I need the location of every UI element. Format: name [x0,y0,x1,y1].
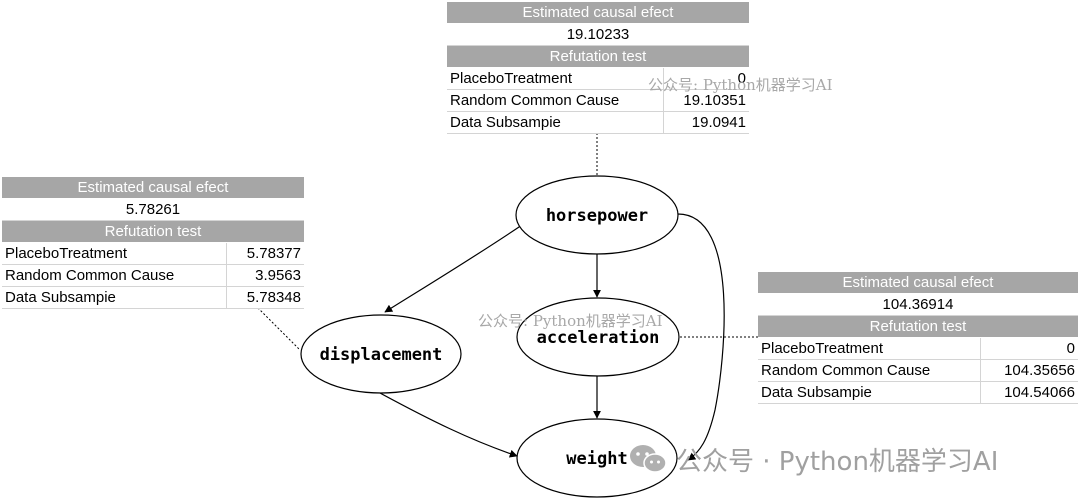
effect-value: 19.10233 [447,23,749,46]
table-row: Data Subsampie 5.78348 [2,286,304,309]
refutation-value: 0 [663,67,749,90]
refutation-label: PlaceboTreatment [447,67,665,90]
refutation-label: Random Common Cause [447,89,665,112]
table-row: PlaceboTreatment 0 [447,67,749,90]
node-displacement-label: displacement [320,345,443,365]
node-weight-label: weight [566,449,627,469]
table-row: Random Common Cause 3.9563 [2,264,304,287]
effect-value: 104.36914 [758,293,1078,316]
refutation-value: 19.10351 [663,89,749,112]
connector-displacement-table [254,304,301,351]
refutation-value: 5.78348 [226,286,304,309]
refutation-label: Data Subsampie [758,381,981,404]
effect-value: 5.78261 [2,198,304,221]
edge-displacement-weight [379,392,518,458]
table-row: Random Common Cause 104.35656 [758,359,1078,382]
refutation-header: Refutation test [447,45,749,68]
refutation-label: Random Common Cause [758,359,981,382]
table-row: Data Subsampie 19.0941 [447,111,749,134]
effect-header: Estimated causal efect [758,272,1078,294]
refutation-value: 104.54066 [980,381,1078,404]
node-weight[interactable]: weight [516,418,678,498]
refutation-value: 0 [980,337,1078,360]
refutation-value: 3.9563 [226,264,304,287]
edge-horsepower-weight [677,213,725,461]
watermark-text: 公众号: Python机器学习AI [648,76,833,94]
node-horsepower[interactable]: horsepower [515,175,679,255]
refutation-header: Refutation test [2,220,304,243]
acceleration-effect-table: Estimated causal efect 104.36914 Refutat… [758,272,1078,404]
watermark-text: 公众号: Python机器学习AI [478,312,663,330]
edge-horsepower-displacement [384,224,523,313]
horsepower-effect-table: Estimated causal efect 19.10233 Refutati… [447,2,749,134]
wechat-icon [628,442,668,476]
node-displacement[interactable]: displacement [300,314,462,394]
effect-header: Estimated causal efect [447,2,749,24]
displacement-effect-table: Estimated causal efect 5.78261 Refutatio… [2,177,304,309]
refutation-label: Data Subsampie [447,111,665,134]
node-acceleration[interactable]: acceleration [516,297,680,377]
watermark-text: 公众号 · Python机器学习AI [676,447,999,477]
table-row: Data Subsampie 104.54066 [758,381,1078,404]
refutation-value: 104.35656 [980,359,1078,382]
node-acceleration-label: acceleration [537,328,660,348]
table-row: Random Common Cause 19.10351 [447,89,749,112]
refutation-label: PlaceboTreatment [2,242,227,265]
refutation-label: Random Common Cause [2,264,227,287]
refutation-label: PlaceboTreatment [758,337,981,360]
refutation-value: 19.0941 [663,111,749,134]
table-row: PlaceboTreatment 5.78377 [2,242,304,265]
refutation-value: 5.78377 [226,242,304,265]
node-horsepower-label: horsepower [546,206,648,226]
table-row: PlaceboTreatment 0 [758,337,1078,360]
refutation-header: Refutation test [758,315,1078,338]
effect-header: Estimated causal efect [2,177,304,199]
refutation-label: Data Subsampie [2,286,227,309]
